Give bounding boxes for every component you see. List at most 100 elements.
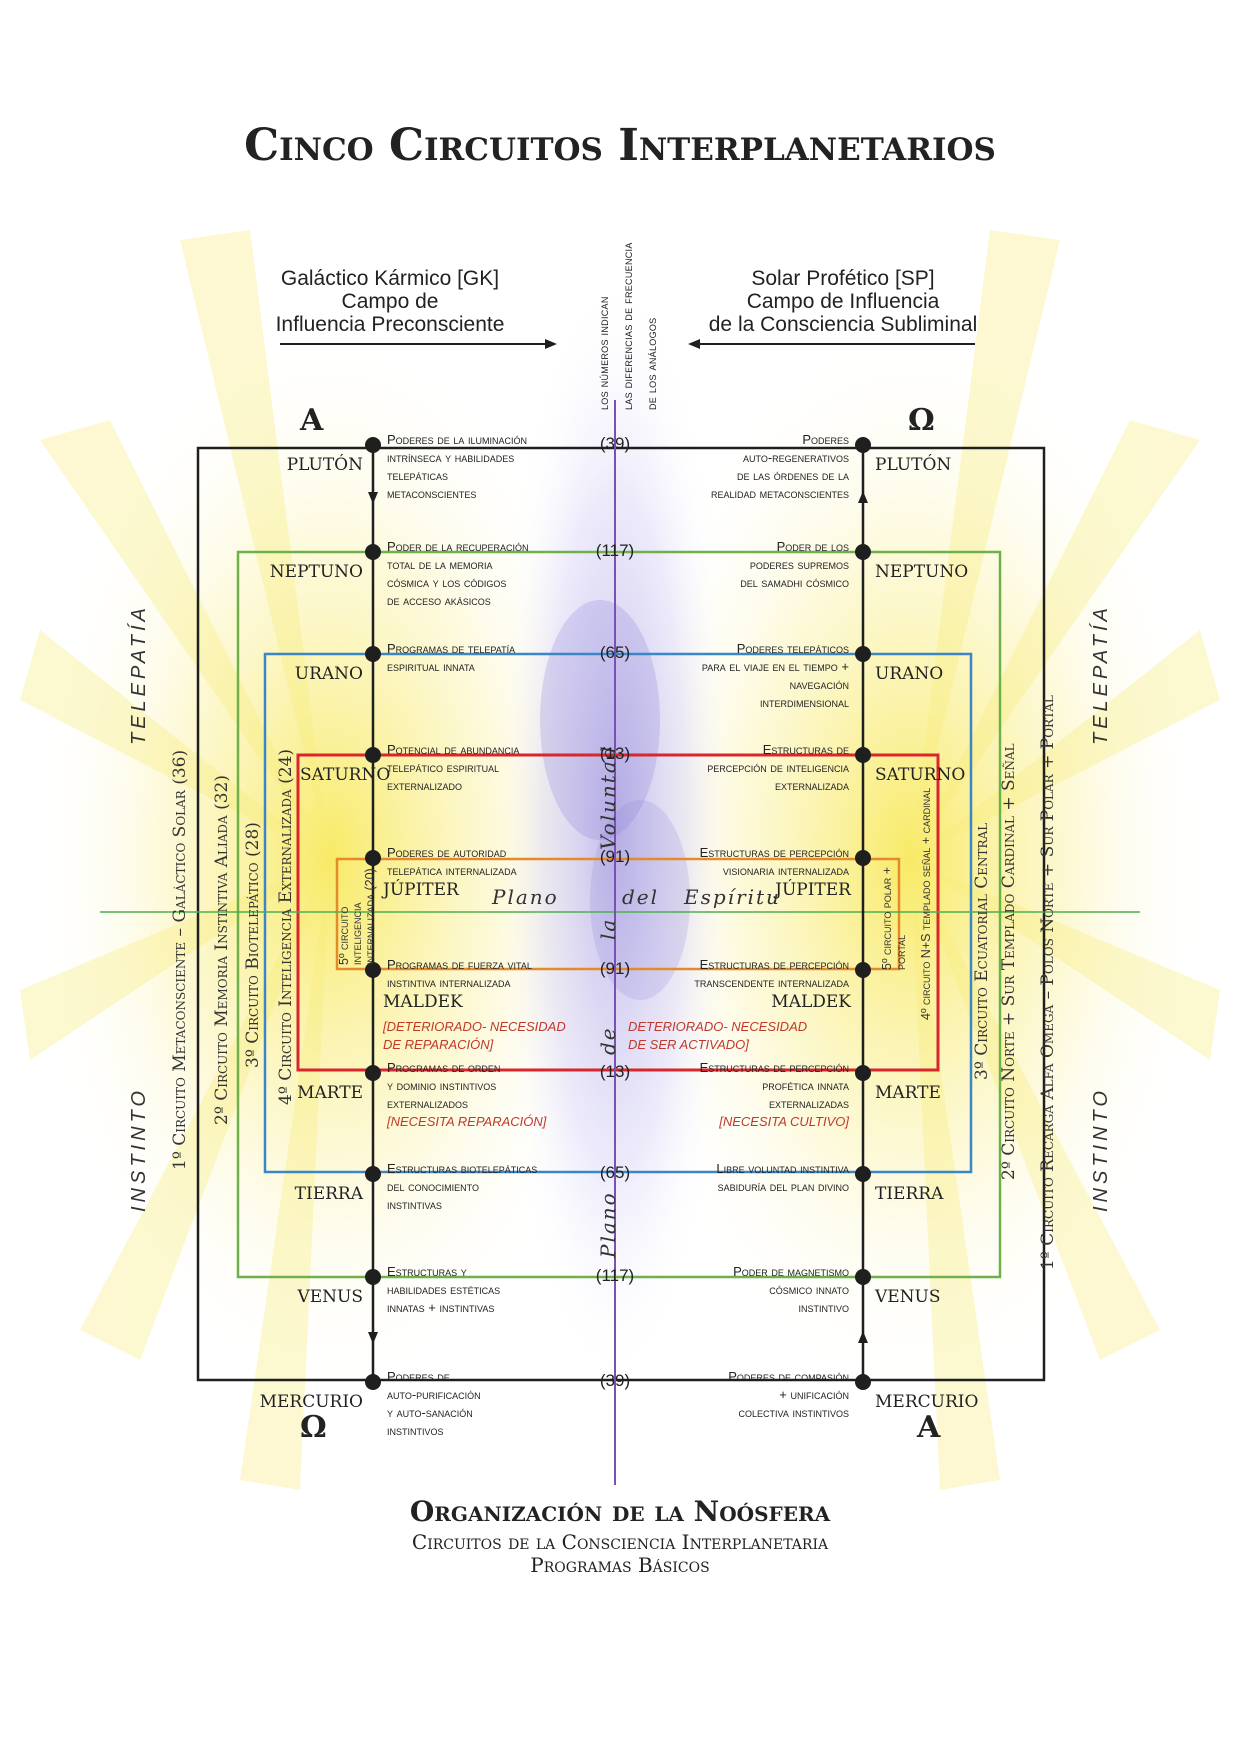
alpha-symbol-bottom-right: A: [917, 1410, 941, 1445]
header-right-line1: Solar Profético [SP]: [751, 267, 935, 290]
frequency-number: (13): [599, 1062, 631, 1081]
right-repair-note: [NECESITA CULTIVO]: [719, 1114, 849, 1129]
planet-label-left: MALDEK: [383, 992, 463, 1012]
left-description: Potencial de abundancia telepático espir…: [387, 742, 520, 793]
planet-label-right: URANO: [875, 664, 944, 684]
side-label-telepatia-right: TELEPATÍA: [1090, 604, 1112, 745]
left-description: Estructuras biotelepáticas del conocimie…: [387, 1161, 538, 1212]
planet-dot-left: [365, 962, 381, 978]
header-left-line3: Influencia Preconsciente: [275, 313, 505, 336]
frequency-number: (65): [599, 1163, 631, 1182]
left-description: Programas de orden y dominio instintivos…: [387, 1060, 501, 1111]
planet-dot-left: [365, 747, 381, 763]
right-description: Poderes auto-regenerativos de las órdene…: [711, 432, 849, 501]
right-description: Poderes telepáticos para el viaje en el …: [701, 641, 849, 710]
circuit-3-label-right: 3º Circuito Ecuatorial Central: [972, 822, 992, 1080]
planet-label-left: PLUTÓN: [286, 455, 363, 475]
planet-dots: [365, 437, 871, 1390]
plane-espiritu-word1: Plano: [492, 885, 559, 909]
footer-line1: Circuitos de la Consciencia Interplaneta…: [411, 1530, 829, 1554]
planet-label-left: TIERRA: [294, 1184, 363, 1204]
circuit-1-label-right: 1º Circuito Recarga Alfa Omega – Polos N…: [1038, 695, 1058, 1270]
planet-label-left: MARTE: [297, 1083, 363, 1103]
side-label-instinto-right: INSTINTO: [1090, 1087, 1112, 1212]
left-description: Poder de la recuperación total de la mem…: [387, 539, 529, 608]
plane-voluntad-word2: de: [596, 1026, 620, 1055]
planet-dot-right: [855, 646, 871, 662]
right-description: Estructuras de percepción de inteligenci…: [707, 742, 849, 793]
header-left: Galáctico Kármico [GK] Campo de Influenc…: [225, 267, 555, 336]
planet-dot-right: [855, 544, 871, 560]
left-description: Estructuras y habilidades estéticas inna…: [387, 1264, 501, 1315]
center-note-line1: los números indican: [597, 296, 611, 410]
frequency-number: (13): [599, 744, 631, 763]
circuit-2-frame: [236, 550, 1002, 1279]
circuit-1-label-left: 1º Circuito Metaconsciente – Galáctico S…: [170, 749, 190, 1170]
left-axis-arrow-bottom: [368, 1332, 378, 1344]
left-description: Programas de fuerza vital instintiva int…: [387, 957, 532, 990]
footer-line2: Programas Básicos: [530, 1553, 710, 1577]
light-rays: [20, 230, 1220, 1490]
side-label-instinto-left: INSTINTO: [128, 1087, 150, 1212]
frequency-number: (39): [599, 434, 631, 453]
frequency-number: (39): [599, 1371, 631, 1390]
circuit-1-frame: [196, 446, 1046, 1382]
plane-espiritu-word3: Espíritu: [684, 885, 781, 909]
planet-label-left: NEPTUNO: [269, 562, 363, 582]
circuit-3-frame: [263, 652, 973, 1174]
side-label-telepatia-left: TELEPATÍA: [128, 604, 150, 745]
planet-dot-right: [855, 1374, 871, 1390]
header-left-line2: Campo de: [341, 290, 439, 313]
right-description: Poder de los poderes supremos del samadh…: [740, 539, 849, 590]
footer-title: Organización de la Noósfera: [409, 1495, 831, 1528]
header-left-line1: Galáctico Kármico [GK]: [280, 267, 500, 290]
right-description: Poderes de compasión + unificación colec…: [728, 1369, 849, 1420]
planet-label-right: TIERRA: [875, 1184, 944, 1204]
frequency-number: (117): [595, 541, 635, 560]
right-description: Poder de magnetismo cósmico innato insti…: [733, 1264, 849, 1315]
right-description: Estructuras de percepción profética inna…: [699, 1060, 849, 1111]
left-repair-note: [NECESITA REPARACIÓN]: [387, 1114, 547, 1129]
right-description: Estructuras de percepción visionaria int…: [699, 845, 849, 878]
circuit-2-label-left: 2º Circuito Memoria Instintiva Aliada (3…: [212, 775, 232, 1125]
page-title: Cinco Circuitos Interplanetarios: [244, 120, 996, 171]
circuit-5-label-right: 5º circuito polar + portal: [880, 866, 908, 970]
left-description: Poderes de autoridad telepática internal…: [387, 845, 517, 878]
header-right-line3: de la Consciencia Subliminal: [708, 313, 978, 336]
planet-dot-left: [365, 1374, 381, 1390]
left-description: Poderes de la iluminación intrínseca y h…: [387, 432, 528, 501]
left-axis-arrow-top: [368, 492, 378, 504]
planet-dot-left: [365, 1166, 381, 1182]
circuit-4-label-right: 4º circuito N+S templado señal + cardina…: [919, 787, 933, 1020]
planet-label-left: SATURNO: [300, 765, 391, 785]
left-description: Poderes de auto-purificación y auto-sana…: [387, 1369, 481, 1438]
circuit-5-label-left: 5º circuito inteligencia internalizada (…: [337, 868, 377, 965]
omega-symbol-bottom-left: Ω: [300, 1410, 327, 1445]
planet-dot-right: [855, 747, 871, 763]
planet-label-left: URANO: [294, 664, 363, 684]
frequency-number: (65): [599, 643, 631, 662]
planet-label-right: VENUS: [875, 1287, 941, 1307]
circuit-3-label-left: 3º Circuito Biotelepático (28): [243, 822, 263, 1068]
planet-dot-right: [855, 850, 871, 866]
circuit-4-label-left: 4º Circuito Inteligencia Externalizada (…: [276, 748, 296, 1105]
frequency-number: (91): [599, 959, 631, 978]
center-note: los números indican las diferencias de f…: [592, 242, 664, 410]
frequency-number: (117): [595, 1266, 635, 1285]
alpha-symbol-top-left: A: [300, 403, 324, 438]
planet-dot-right: [855, 437, 871, 453]
header-right-line2: Campo de Influencia: [746, 290, 940, 313]
planet-dot-left: [365, 437, 381, 453]
frequency-number: (91): [599, 847, 631, 866]
omega-symbol-top-right: Ω: [908, 403, 935, 438]
planet-label-right: MERCURIO: [875, 1392, 979, 1412]
center-note-line3: de los análogos: [645, 317, 659, 410]
planet-dot-left: [365, 1269, 381, 1285]
plane-voluntad-word3: la: [596, 917, 620, 940]
right-description: Estructuras de percepción transcendente …: [694, 957, 849, 990]
planet-dot-right: [855, 1269, 871, 1285]
right-axis-arrow-bottom: [858, 1331, 868, 1343]
planet-label-right: MALDEK: [771, 992, 851, 1012]
circuit-5-frame: [335, 857, 901, 971]
planet-label-right: JÚPITER: [775, 880, 851, 900]
